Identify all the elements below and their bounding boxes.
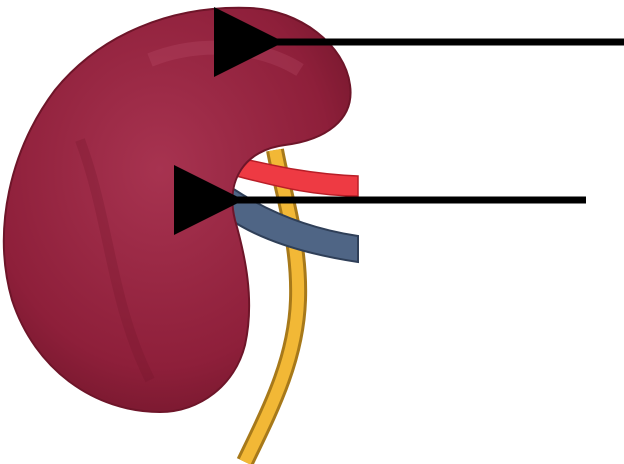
renal-artery (236, 158, 358, 196)
